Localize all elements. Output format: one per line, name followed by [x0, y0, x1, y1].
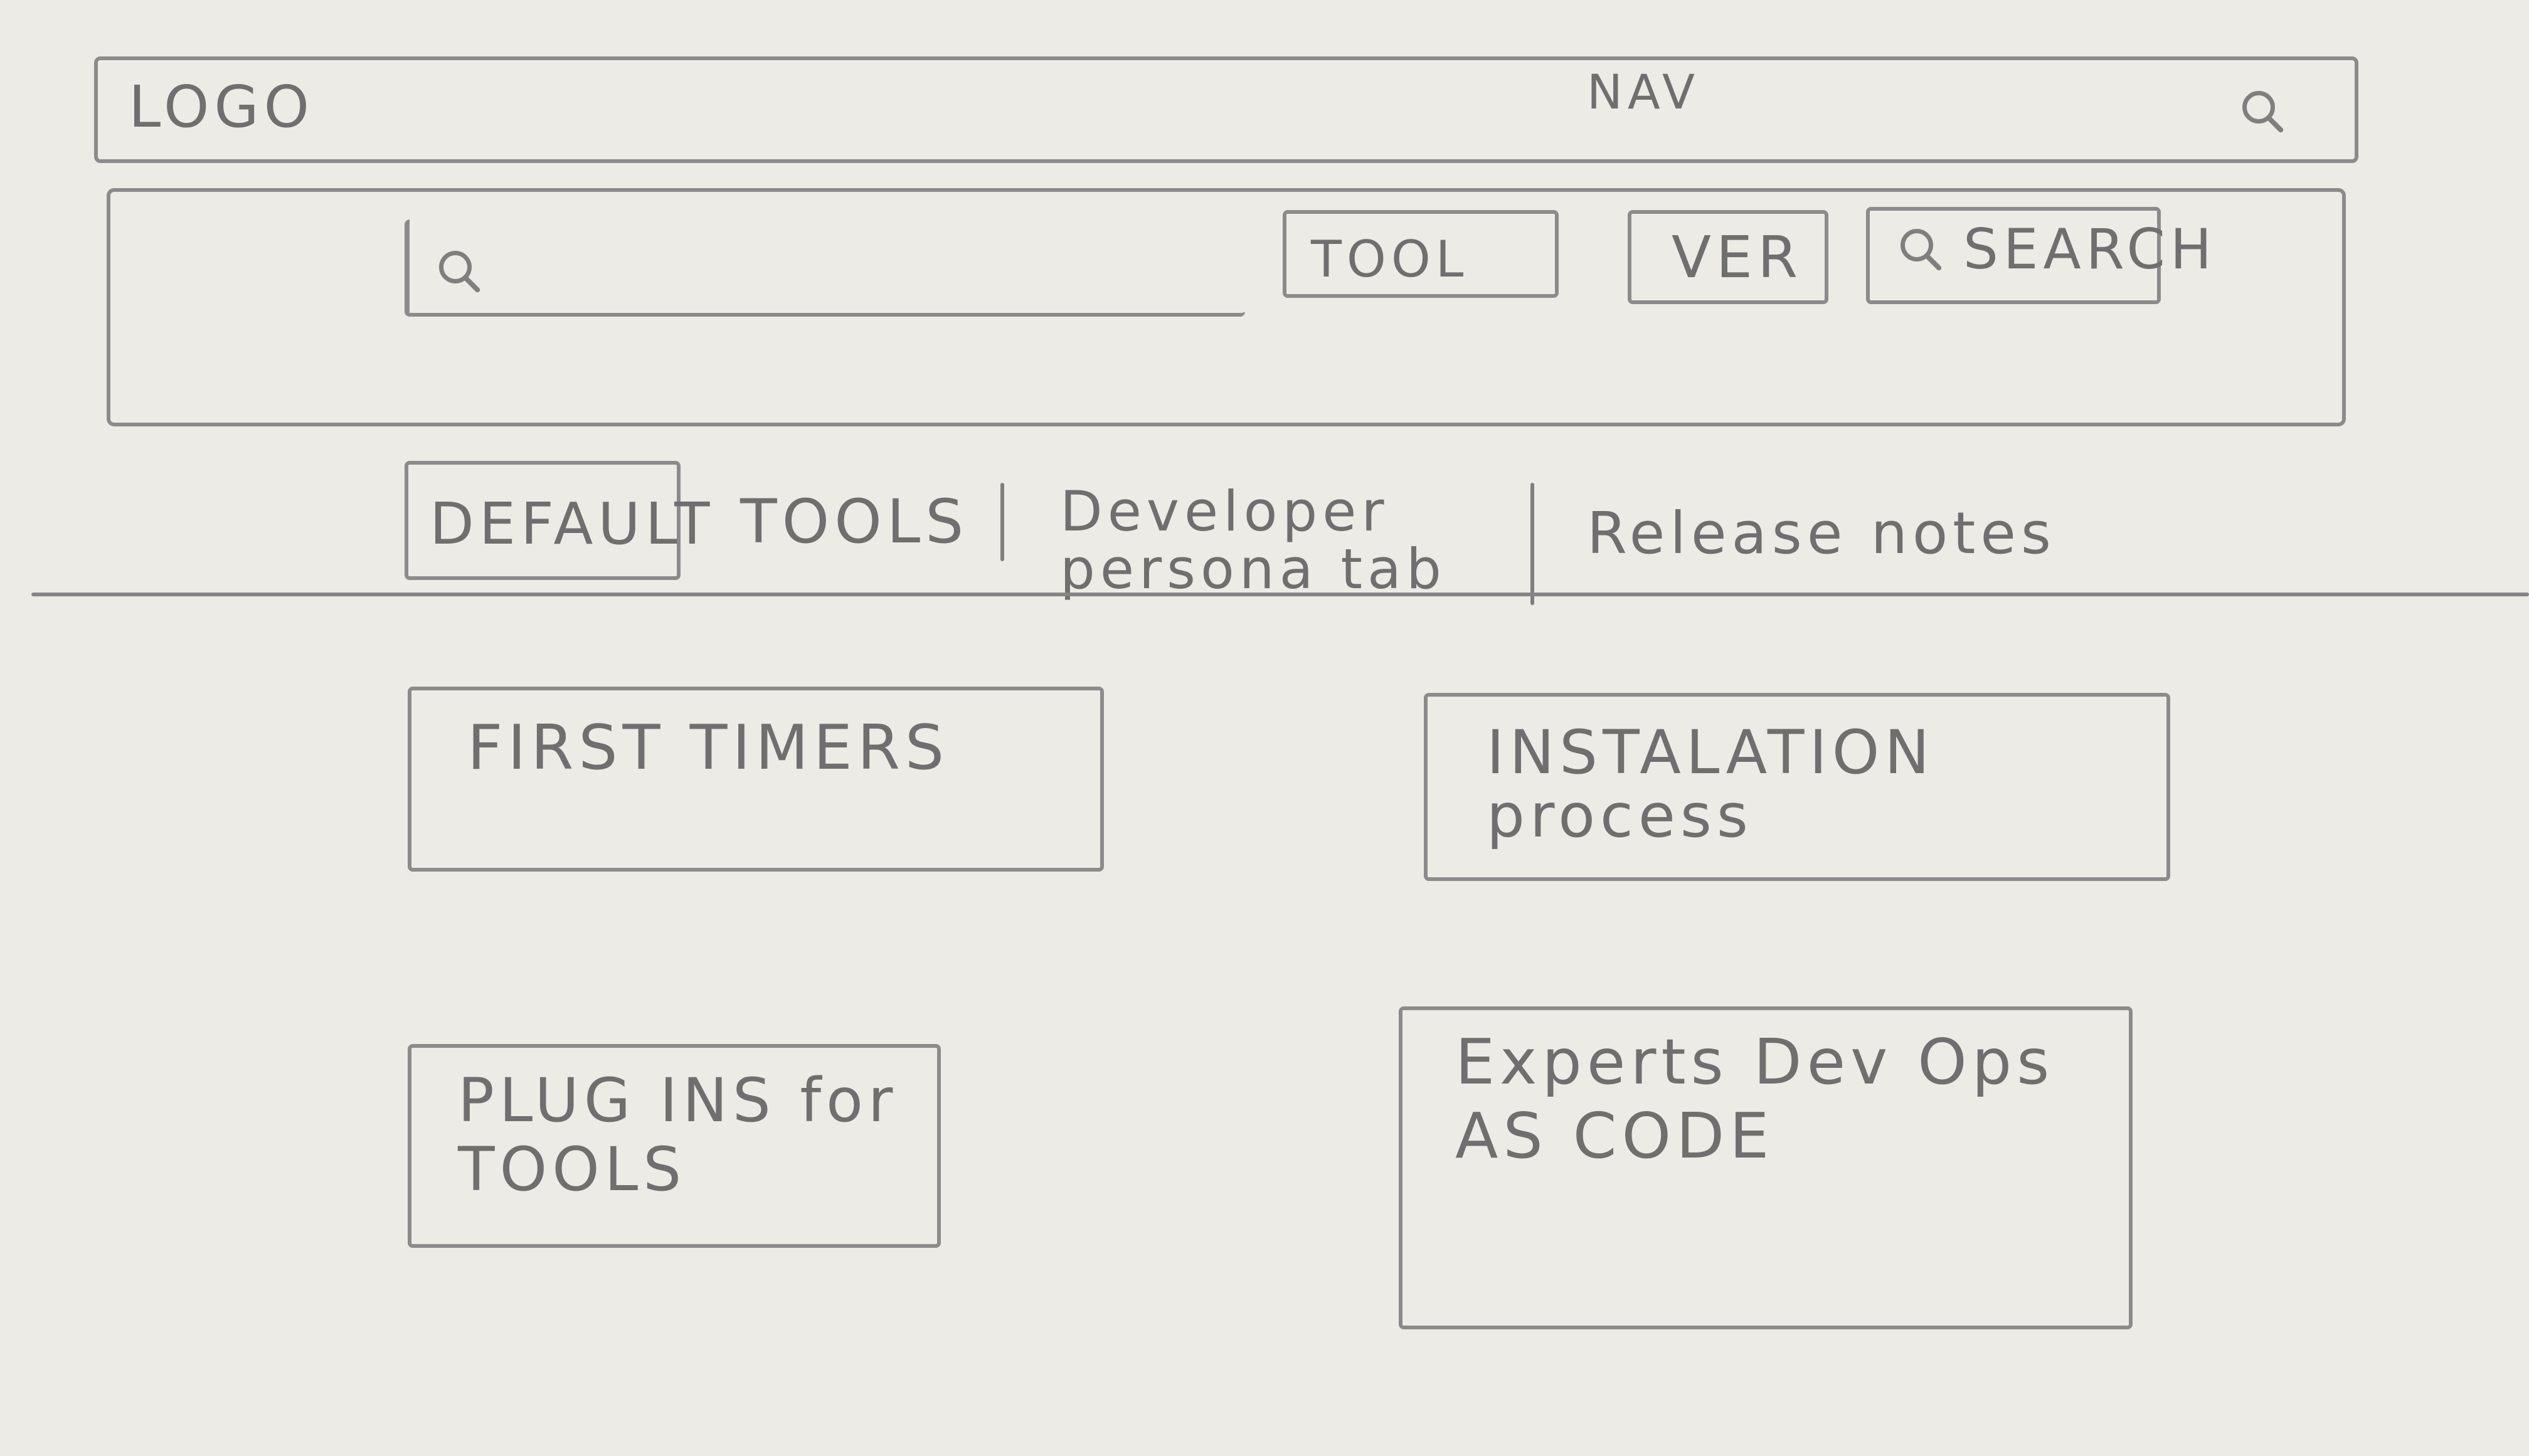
card-plugins[interactable] — [408, 1044, 941, 1248]
card-plugins-title: PLUG INS for TOOLS — [458, 1065, 898, 1205]
search-icon — [439, 251, 472, 283]
tool-select[interactable] — [1283, 210, 1559, 298]
card-experts-title: Experts Dev Ops AS CODE — [1455, 1025, 2055, 1173]
version-select[interactable] — [1628, 210, 1828, 304]
tab-release-notes[interactable]: Release notes — [1587, 500, 2056, 567]
tab-separator — [1000, 483, 1004, 561]
tool-select-label: TOOL — [1311, 230, 1469, 288]
card-installation-title: INSTALATION process — [1487, 717, 1935, 851]
card-experts[interactable] — [1399, 1006, 2133, 1329]
search-button-label: SEARCH — [1963, 217, 2217, 282]
tabs-divider — [31, 593, 2529, 596]
tab-default[interactable] — [405, 461, 681, 580]
nav[interactable]: NAV — [1587, 64, 1700, 120]
search-button[interactable] — [1866, 207, 2161, 304]
tab-developer-persona[interactable]: Developer persona tab — [1060, 479, 1446, 602]
card-first-timers[interactable] — [408, 687, 1104, 872]
search-icon — [1901, 229, 1933, 261]
search-panel — [107, 188, 2346, 426]
tab-separator — [1530, 483, 1534, 605]
logo[interactable]: LOGO — [129, 73, 315, 140]
tab-tools[interactable]: TOOLS — [740, 487, 969, 557]
card-installation[interactable] — [1424, 693, 2170, 881]
version-select-label: VER — [1672, 224, 1803, 291]
search-input[interactable] — [405, 219, 1245, 317]
card-first-timers-title: FIRST TIMERS — [467, 712, 950, 784]
header-bar — [94, 56, 2358, 163]
search-icon[interactable] — [2242, 91, 2275, 124]
tab-default-label: DEFAULT — [430, 490, 715, 557]
